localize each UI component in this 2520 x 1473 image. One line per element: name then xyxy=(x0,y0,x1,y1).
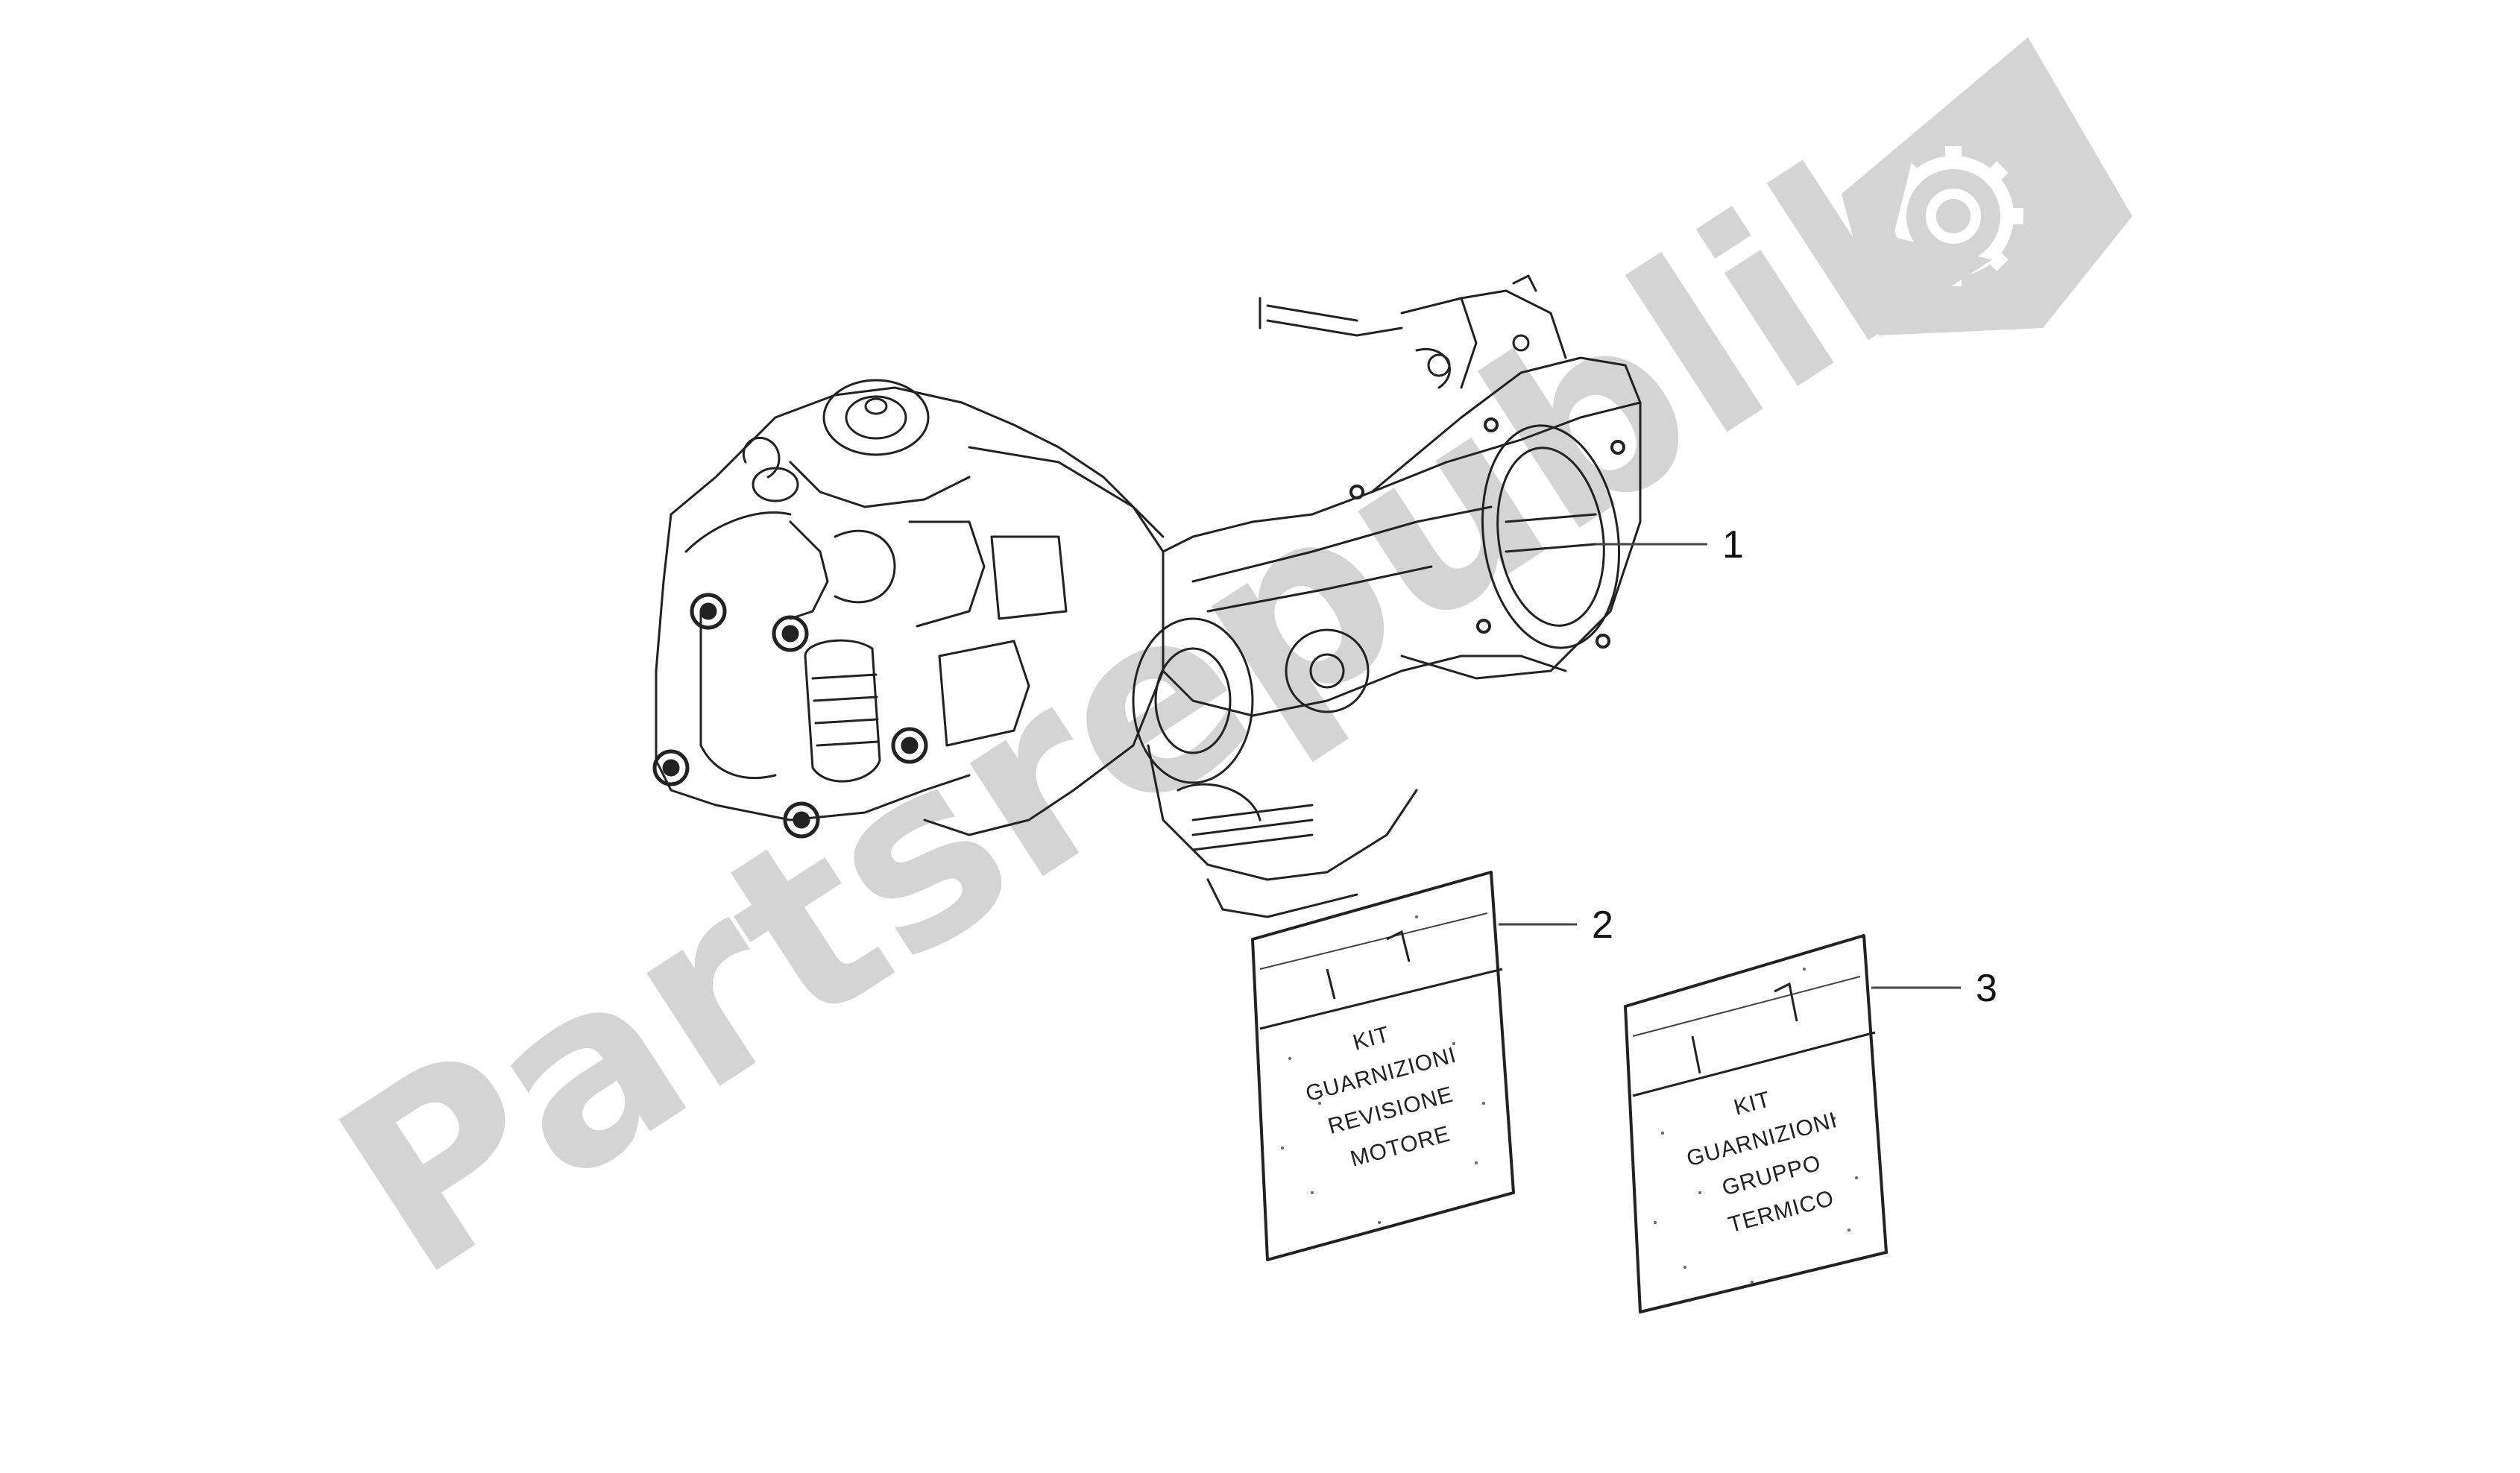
callout-number: 3 xyxy=(1976,967,1997,1010)
callout-number: 1 xyxy=(1722,523,1744,567)
gasket-kit-bag[interactable]: KIT GUARNIZIONI REVISIONE MOTORE xyxy=(1251,871,1515,1261)
engine-assembly[interactable] xyxy=(652,274,1642,918)
callout-3[interactable]: 3 xyxy=(1871,967,1997,1010)
gasket-kit-bag[interactable]: KIT GUARNIZIONI GRUPPO TERMICO xyxy=(1624,934,1888,1313)
gear-flag-icon xyxy=(1842,37,2132,335)
callout-1[interactable]: 1 xyxy=(1596,523,1744,567)
callout-2[interactable]: 2 xyxy=(1499,903,1613,947)
callout-number: 2 xyxy=(1592,903,1613,947)
